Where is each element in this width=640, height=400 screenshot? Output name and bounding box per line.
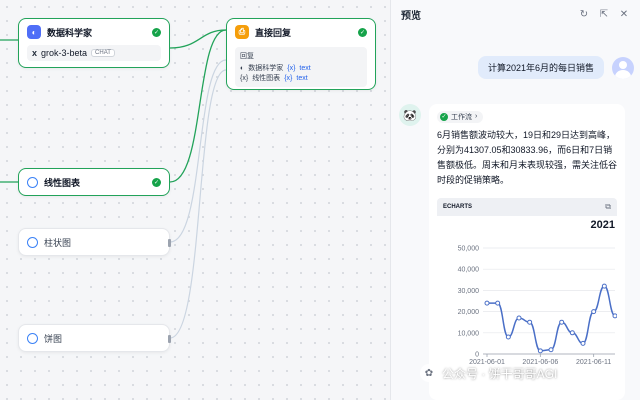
edge-data-scientist-to-reply	[169, 29, 227, 49]
data-point	[537, 347, 543, 353]
user-message: 计算2021年6月的每日销售	[477, 56, 604, 79]
y-tick-label: 0	[475, 351, 479, 358]
data-point	[527, 319, 533, 325]
tool-icon	[27, 176, 38, 188]
variable-icon: {x}	[287, 64, 296, 72]
share-icon[interactable]: ⇱	[599, 8, 609, 20]
data-point	[591, 308, 597, 314]
y-tick-label: 20,000	[458, 309, 480, 316]
reply-content: 回复 ◐ 数据科学家 {x} text {x} 线性图表 {x} text	[235, 47, 367, 87]
y-tick-label: 10,000	[458, 330, 480, 337]
workflow-label: 工作流	[451, 113, 472, 121]
reply-icon: ⎙	[235, 25, 249, 39]
output-port[interactable]	[168, 239, 171, 247]
variable-source: 线性图表	[252, 75, 281, 82]
tool-icon	[27, 236, 38, 248]
preview-panel: 预览 ↻ ⇱ ✕ 计算2021年6月的每日销售 🐼 ✓ 工作流 › 6月销售额波…	[390, 0, 640, 400]
variable-name: text	[299, 64, 311, 72]
reply-variable-row: ◐ 数据科学家 {x} text	[240, 63, 362, 73]
data-point	[495, 300, 501, 306]
variable-icon: {x}	[284, 74, 293, 82]
edges-layer	[0, 29, 227, 339]
x-tick-label: 2021-06-11	[576, 359, 611, 366]
refresh-icon[interactable]: ↻	[579, 8, 589, 20]
node-line-chart[interactable]: 线性图表 ✓	[18, 168, 170, 196]
model-selector[interactable]: x grok-3-beta CHAT	[27, 45, 161, 61]
node-title: 直接回复	[255, 27, 292, 38]
output-port[interactable]	[168, 335, 171, 343]
success-check-icon: ✓	[440, 112, 448, 121]
watermark: ✿ 公众号 · 饼干哥哥AGI	[420, 364, 557, 382]
echarts-label: ECHARTS	[443, 203, 473, 210]
edge-pie-chart-to-reply	[169, 69, 227, 339]
node-title: 饼图	[44, 333, 63, 344]
panel-title: 预览	[401, 10, 421, 22]
y-tick-label: 40,000	[458, 266, 480, 273]
x-tick-label: 2021-06-06	[522, 359, 558, 366]
data-point	[612, 312, 617, 318]
reply-variable-row: {x} 线性图表 {x} text	[240, 73, 362, 83]
y-tick-label: 50,000	[458, 245, 480, 252]
node-title: 数据科学家	[47, 27, 93, 38]
data-point	[548, 346, 554, 352]
success-check-icon: ✓	[152, 27, 161, 37]
data-point	[516, 314, 522, 320]
model-name: grok-3-beta	[41, 48, 88, 58]
data-point	[484, 300, 490, 306]
answer-text: 6月销售额波动较大，19日和29日达到高峰，分别为41307.05和30833.…	[437, 129, 618, 185]
copy-icon[interactable]: ⧉	[605, 201, 611, 211]
model-type-tag: CHAT	[91, 49, 115, 57]
success-check-icon: ✓	[358, 27, 367, 37]
data-point	[505, 334, 511, 340]
llm-icon: ◐	[27, 25, 41, 39]
node-bar-chart[interactable]: 柱状图	[18, 228, 171, 256]
tool-icon	[27, 332, 38, 344]
panel-header: 预览 ↻ ⇱ ✕	[391, 0, 640, 28]
close-icon[interactable]: ✕	[619, 8, 629, 20]
bot-avatar: 🐼	[399, 104, 421, 126]
grok-logo-icon: x	[32, 48, 38, 58]
chevron-right-icon: ›	[475, 113, 478, 120]
workflow-canvas[interactable]: ◐ 数据科学家 ✓ x grok-3-beta CHAT ⎙ 直接回复 ✓ 回复…	[0, 0, 390, 400]
llm-small-icon: ◐	[240, 64, 245, 72]
chart-title: 2021	[591, 219, 615, 231]
wechat-icon: ✿	[420, 364, 438, 382]
variable-source: 数据科学家	[248, 65, 284, 72]
success-check-icon: ✓	[152, 177, 161, 187]
line-chart: 2021 0 10,000 20,000 30,000 40,000 50,000 2021-…	[437, 215, 617, 366]
node-pie-chart[interactable]: 饼图	[18, 324, 171, 352]
data-point	[580, 340, 586, 346]
edge-bar-chart-to-reply	[169, 59, 227, 243]
x-tick-label: 2021-06-01	[469, 359, 505, 366]
variable-small-icon: {x}	[240, 74, 249, 82]
watermark-text: 公众号 · 饼干哥哥AGI	[442, 366, 558, 381]
echarts-block: ECHARTS ⧉ 2021 0 10,000 20,000 30,000 40,000 5…	[437, 197, 617, 366]
user-message-row: 计算2021年6月的每日销售	[477, 56, 634, 79]
series-line	[487, 284, 616, 352]
edge-line-chart-to-reply	[169, 29, 227, 183]
workflow-status-pill[interactable]: ✓ 工作流 ›	[437, 110, 484, 123]
node-title: 线性图表	[44, 177, 81, 188]
data-point	[559, 319, 565, 325]
user-avatar	[612, 56, 634, 79]
variable-name: text	[296, 74, 308, 82]
node-data-scientist[interactable]: ◐ 数据科学家 ✓ x grok-3-beta CHAT	[18, 18, 170, 68]
data-point	[569, 329, 575, 335]
bot-message: ✓ 工作流 › 6月销售额波动较大，19日和29日达到高峰，分别为41307.0…	[429, 104, 625, 400]
node-title: 柱状图	[44, 237, 72, 248]
reply-label: 回复	[240, 53, 254, 60]
data-point	[601, 283, 607, 289]
echarts-header: ECHARTS ⧉	[437, 197, 617, 216]
node-direct-reply[interactable]: ⎙ 直接回复 ✓ 回复 ◐ 数据科学家 {x} text {x} 线性图表 {x…	[226, 18, 376, 90]
y-tick-label: 30,000	[458, 287, 480, 294]
